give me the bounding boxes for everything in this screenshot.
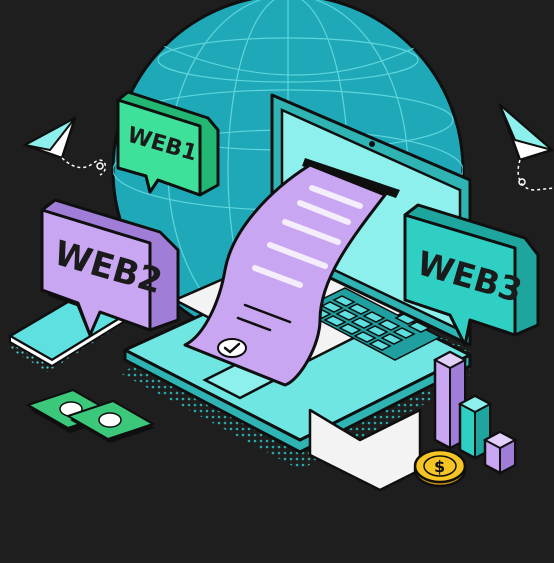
paper-plane-icon (498, 103, 554, 191)
paper-plane-icon (22, 116, 107, 176)
receipt-icon (183, 163, 387, 387)
dollar-coin-icon: $ (413, 448, 467, 488)
web1-bubble: WEB1 (116, 90, 220, 197)
webcam (369, 141, 375, 147)
web2-bubble: WEB2 (40, 198, 180, 337)
banknote-icon (25, 388, 156, 443)
check-icon (217, 338, 247, 358)
svg-text:$: $ (434, 457, 445, 476)
bar-chart-icon (432, 350, 518, 475)
web3-bubble: WEB3 (403, 203, 540, 347)
